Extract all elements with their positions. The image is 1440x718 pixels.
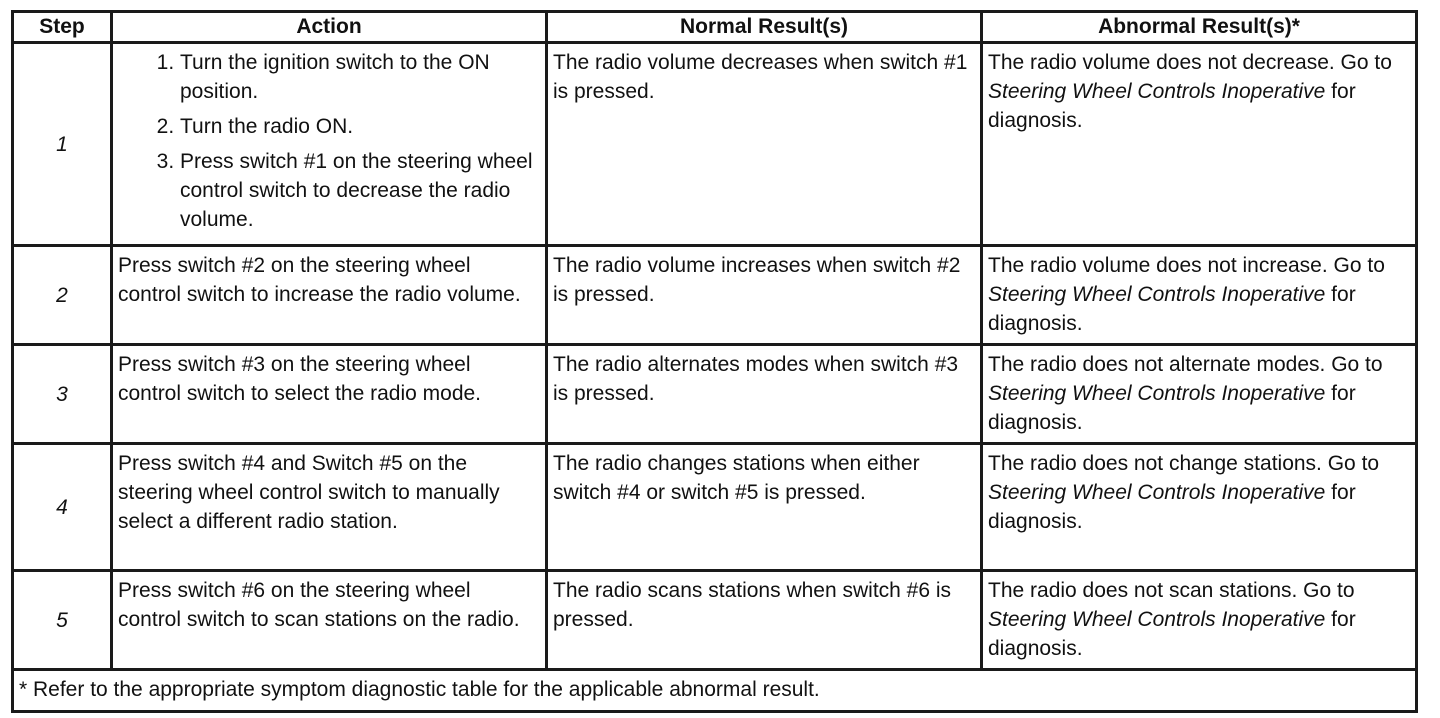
abnormal-result-text: The radio does not scan stations. Go to bbox=[988, 579, 1355, 602]
abnormal-result-suffix: for diagnosis. bbox=[988, 382, 1356, 434]
diagnosis-reference: Steering Wheel Controls Inoperative bbox=[988, 283, 1326, 306]
diagnostic-table: Step Action Normal Result(s) Abnormal Re… bbox=[11, 10, 1418, 713]
normal-result-cell: The radio scans stations when switch #6 … bbox=[545, 569, 983, 671]
action-cell: Press switch #2 on the steering wheel co… bbox=[110, 244, 548, 346]
table-row: 4 Press switch #4 and Switch #5 on the s… bbox=[11, 442, 1418, 572]
action-step: Press switch #1 on the steering wheel co… bbox=[180, 147, 539, 234]
header-action: Action bbox=[110, 10, 548, 44]
step-number: 1 bbox=[11, 41, 113, 247]
action-cell: Press switch #4 and Switch #5 on the ste… bbox=[110, 442, 548, 572]
table-row: 1 Turn the ignition switch to the ON pos… bbox=[11, 41, 1418, 247]
abnormal-result-cell: The radio does not scan stations. Go to … bbox=[980, 569, 1418, 671]
table-row: 3 Press switch #3 on the steering wheel … bbox=[11, 343, 1418, 445]
abnormal-result-text: The radio volume does not increase. Go t… bbox=[988, 254, 1385, 277]
action-cell: Press switch #3 on the steering wheel co… bbox=[110, 343, 548, 445]
normal-result-cell: The radio volume increases when switch #… bbox=[545, 244, 983, 346]
abnormal-result-text: The radio does not alternate modes. Go t… bbox=[988, 353, 1383, 376]
normal-result-cell: The radio changes stations when either s… bbox=[545, 442, 983, 572]
abnormal-result-text: The radio volume does not decrease. Go t… bbox=[988, 51, 1392, 74]
footnote-row: * Refer to the appropriate symptom diagn… bbox=[11, 668, 1418, 713]
diagnosis-reference: Steering Wheel Controls Inoperative bbox=[988, 382, 1326, 405]
table-row: 5 Press switch #6 on the steering wheel … bbox=[11, 569, 1418, 671]
header-abnormal-results: Abnormal Result(s)* bbox=[980, 10, 1418, 44]
table-row: 2 Press switch #2 on the steering wheel … bbox=[11, 244, 1418, 346]
normal-result-cell: The radio volume decreases when switch #… bbox=[545, 41, 983, 247]
abnormal-result-cell: The radio does not alternate modes. Go t… bbox=[980, 343, 1418, 445]
step-number: 2 bbox=[11, 244, 113, 346]
action-cell: Turn the ignition switch to the ON posit… bbox=[110, 41, 548, 247]
abnormal-result-cell: The radio does not change stations. Go t… bbox=[980, 442, 1418, 572]
diagnosis-reference: Steering Wheel Controls Inoperative bbox=[988, 608, 1326, 631]
diagnostic-table-container: Step Action Normal Result(s) Abnormal Re… bbox=[11, 10, 1418, 713]
diagnosis-reference: Steering Wheel Controls Inoperative bbox=[988, 481, 1326, 504]
abnormal-result-suffix: for diagnosis. bbox=[988, 481, 1356, 533]
header-normal-results: Normal Result(s) bbox=[545, 10, 983, 44]
action-step: Turn the radio ON. bbox=[180, 112, 539, 141]
abnormal-result-suffix: for diagnosis. bbox=[988, 283, 1356, 335]
action-step-list: Turn the ignition switch to the ON posit… bbox=[118, 48, 539, 234]
header-row: Step Action Normal Result(s) Abnormal Re… bbox=[11, 10, 1418, 44]
abnormal-result-cell: The radio volume does not increase. Go t… bbox=[980, 244, 1418, 346]
action-cell: Press switch #6 on the steering wheel co… bbox=[110, 569, 548, 671]
step-number: 3 bbox=[11, 343, 113, 445]
header-step: Step bbox=[11, 10, 113, 44]
action-step: Turn the ignition switch to the ON posit… bbox=[180, 48, 539, 106]
abnormal-result-suffix: for diagnosis. bbox=[988, 80, 1356, 132]
abnormal-result-cell: The radio volume does not decrease. Go t… bbox=[980, 41, 1418, 247]
footnote: * Refer to the appropriate symptom diagn… bbox=[11, 668, 1418, 713]
abnormal-result-text: The radio does not change stations. Go t… bbox=[988, 452, 1380, 475]
step-number: 4 bbox=[11, 442, 113, 572]
normal-result-cell: The radio alternates modes when switch #… bbox=[545, 343, 983, 445]
step-number: 5 bbox=[11, 569, 113, 671]
diagnosis-reference: Steering Wheel Controls Inoperative bbox=[988, 80, 1326, 103]
abnormal-result-suffix: for diagnosis. bbox=[988, 608, 1356, 660]
